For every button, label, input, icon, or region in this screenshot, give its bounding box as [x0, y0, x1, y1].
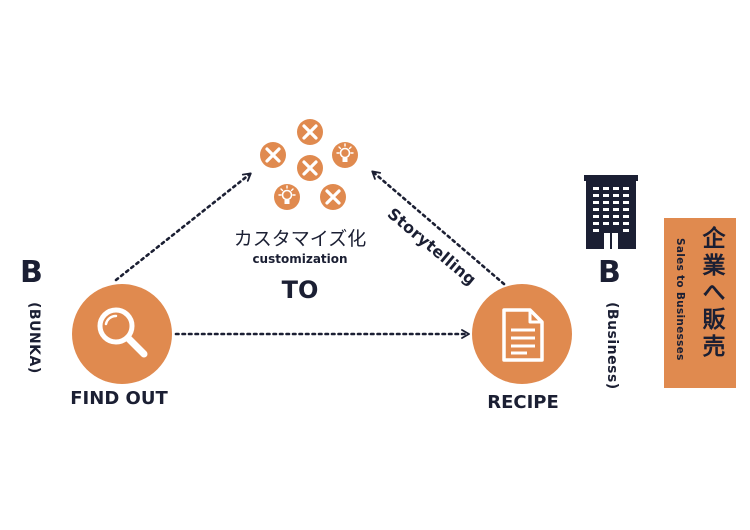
bunka-label: (BUNKA) — [26, 302, 42, 374]
customization-english: customization — [252, 252, 348, 266]
lightbulb-icon — [274, 184, 300, 210]
sales-japanese: 企業へ販売 — [698, 226, 724, 361]
magnifier-icon — [97, 307, 148, 358]
arrow-find-out-to-customization — [114, 172, 252, 282]
lightbulb-icon — [332, 142, 358, 168]
x-icon — [260, 142, 286, 168]
x-icon — [297, 155, 323, 181]
office-building-icon — [584, 175, 638, 249]
customization-japanese: カスタマイズ化 — [233, 228, 367, 250]
right-b-letter: B — [598, 255, 621, 290]
x-icon — [320, 184, 346, 210]
x-icon — [297, 119, 323, 145]
find-out-circle — [72, 284, 172, 384]
recipe-label: RECIPE — [487, 392, 559, 413]
customization-icon-cluster — [260, 119, 358, 210]
to-label: TO — [281, 276, 319, 304]
find-out-label: FIND OUT — [70, 388, 168, 409]
recipe-circle — [472, 284, 572, 384]
sales-box: 企業へ販売 Sales to Businesses — [664, 218, 736, 388]
left-b-letter: B — [20, 255, 43, 290]
business-label: (Business) — [604, 302, 620, 390]
document-icon — [502, 308, 544, 362]
arrow-recipe-to-customization — [371, 170, 506, 286]
sales-english: Sales to Businesses — [674, 238, 686, 361]
